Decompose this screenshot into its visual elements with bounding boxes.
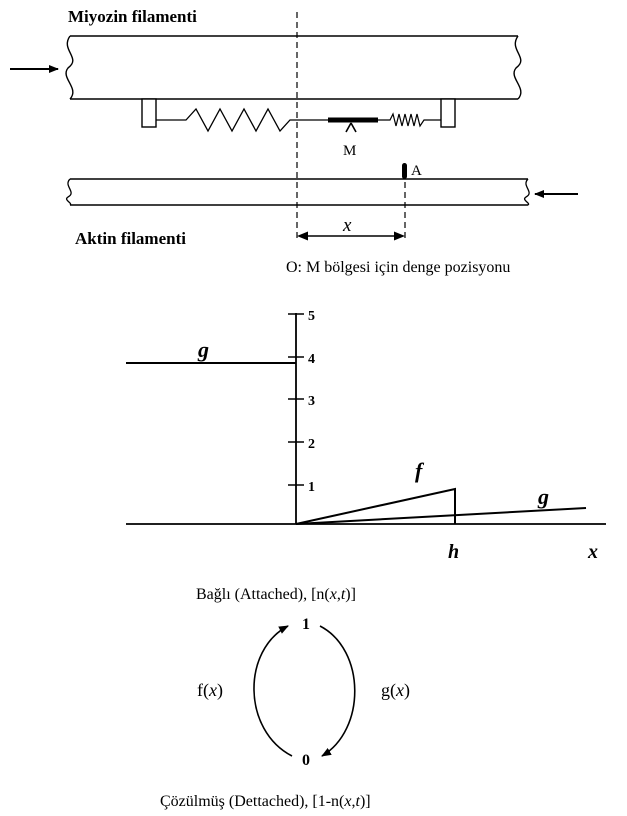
attached-state-label: Bağlı (Attached), [n(x,t)] <box>196 586 356 603</box>
g-left-label: g <box>197 337 209 362</box>
detached-state-label: Çözülmüş (Dettached), [1-n(x,t)] <box>160 793 371 810</box>
attach-rate-arrow <box>253 625 293 757</box>
right-anchor-block <box>440 98 456 128</box>
rate-graph <box>126 313 606 525</box>
h-label: h <box>448 541 459 563</box>
displacement-arrow <box>297 231 405 241</box>
m-region-bar <box>328 117 378 123</box>
myosin-filament <box>65 35 522 100</box>
m-label: M <box>343 143 356 159</box>
short-spring <box>378 112 441 128</box>
equilibrium-note: O: M bölgesi için denge pozisyonu <box>286 259 510 276</box>
a-label: A <box>411 163 422 179</box>
y-tick-label-1: 1 <box>308 480 315 495</box>
crossbridge-assembly <box>141 98 456 133</box>
actin-filament <box>65 178 530 206</box>
actin-filament-label: Aktin filamenti <box>75 229 186 248</box>
f-label: f <box>415 458 425 483</box>
y-tick-label-2: 2 <box>308 437 315 452</box>
long-spring <box>156 107 328 133</box>
m-marker <box>345 122 357 133</box>
g-right-curve <box>295 507 587 525</box>
detach-rate-label: g(x) <box>381 680 410 701</box>
y-tick-label-4: 4 <box>308 352 315 367</box>
a-site-marker <box>402 163 407 179</box>
x-axis-label: x <box>587 541 598 563</box>
detach-rate-arrow <box>319 625 356 757</box>
y-tick-label-3: 3 <box>308 394 315 409</box>
myosin-filament-label: Miyozin filamenti <box>68 7 197 26</box>
f-curve <box>295 487 456 525</box>
attach-rate-label: f(x) <box>197 680 223 701</box>
state-one-label: 1 <box>302 616 310 633</box>
g-right-label: g <box>537 484 549 509</box>
y-tick-label-5: 5 <box>308 309 315 324</box>
displacement-x-label: x <box>342 215 352 236</box>
left-anchor-block <box>141 98 157 128</box>
state-zero-label: 0 <box>302 752 310 769</box>
